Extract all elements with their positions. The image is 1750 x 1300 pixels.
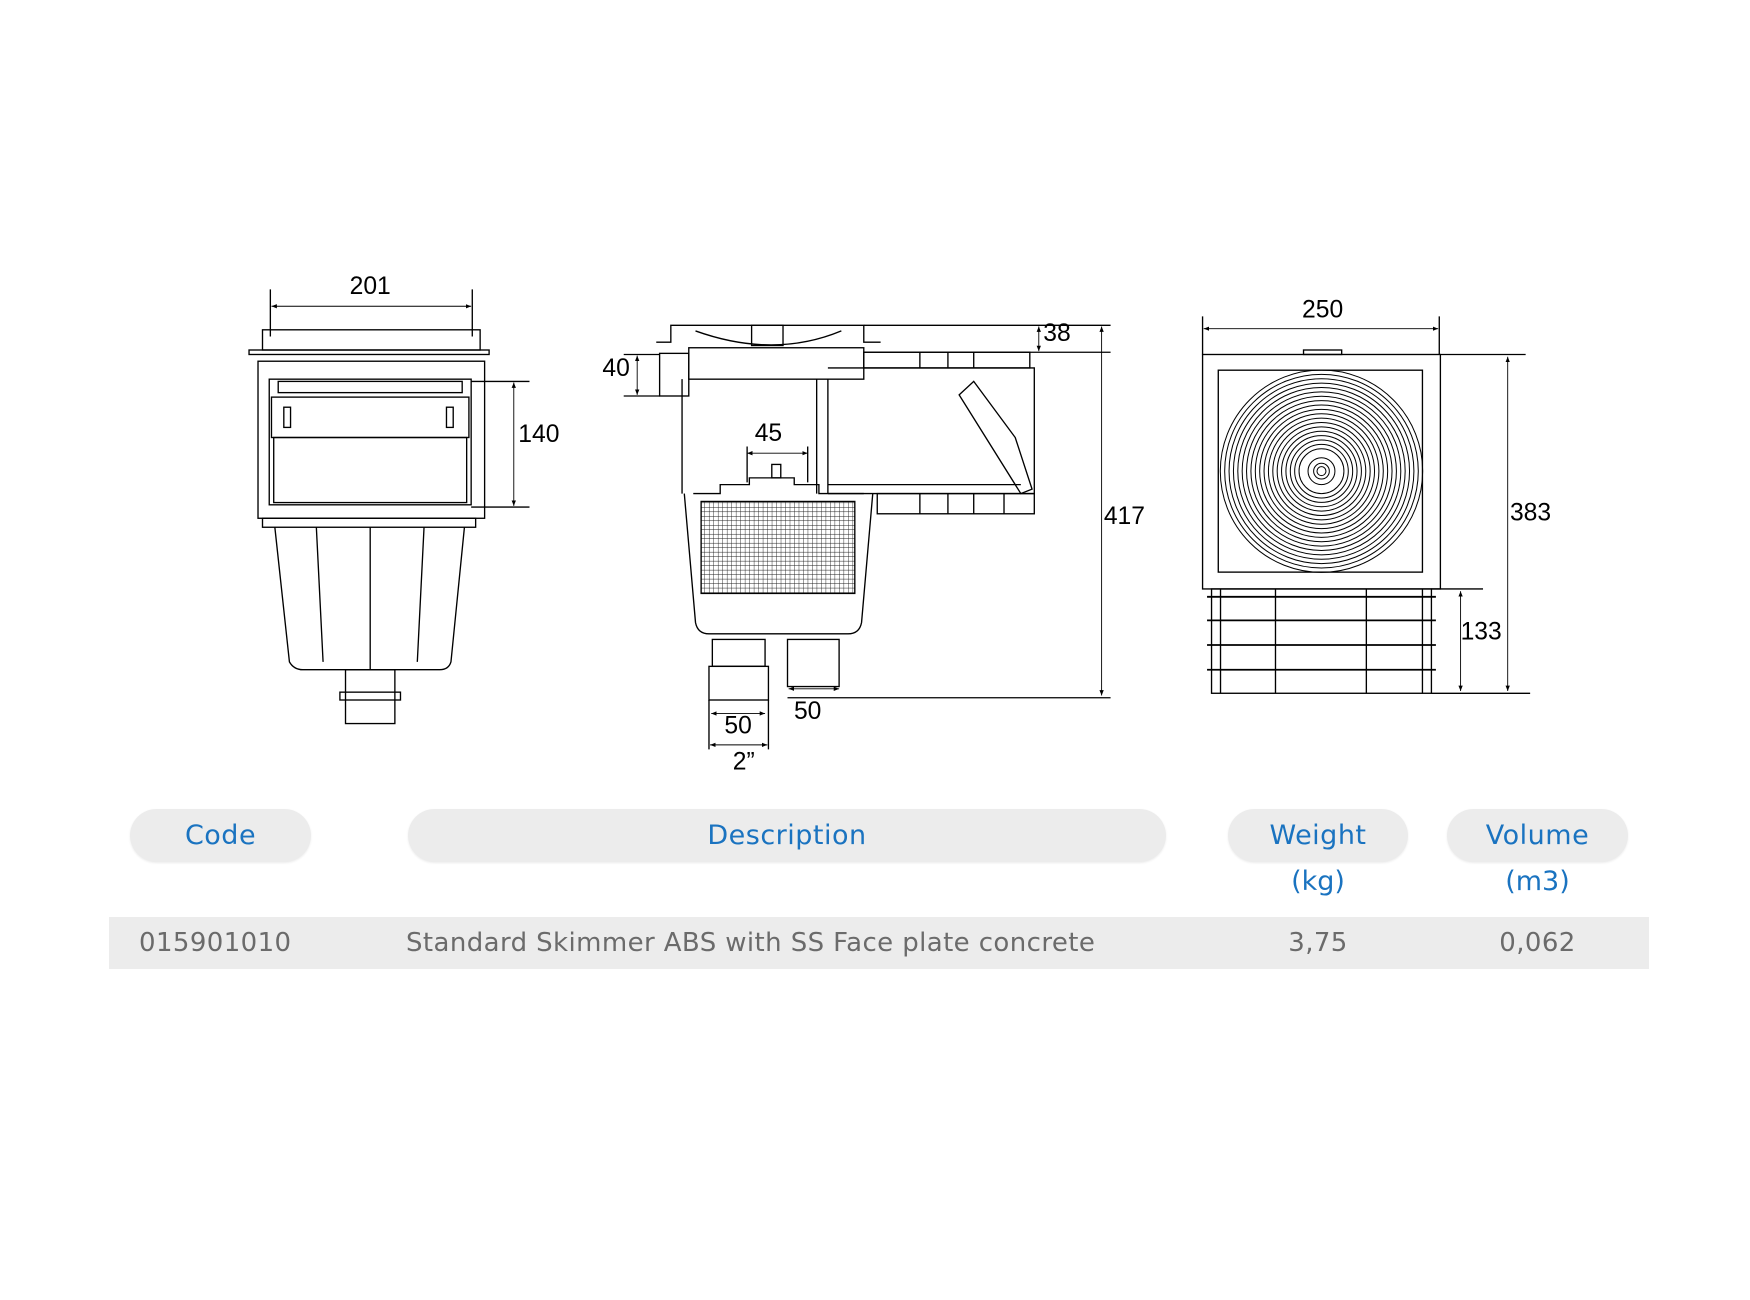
dim-face-height: 383 bbox=[1510, 500, 1551, 527]
face-plate-ring bbox=[1250, 400, 1393, 543]
side-view-drawing bbox=[623, 324, 1111, 750]
face-plate-ring bbox=[1267, 417, 1376, 525]
header-code: Code bbox=[130, 809, 311, 862]
cell-code: 015901010 bbox=[139, 928, 292, 958]
cell-description: Standard Skimmer ABS with SS Face plate … bbox=[406, 928, 1096, 958]
face-plate-ring bbox=[1294, 443, 1349, 499]
cell-weight: 3,75 bbox=[1288, 928, 1348, 958]
dim-front-height: 140 bbox=[518, 421, 559, 448]
face-plate-ring bbox=[1289, 439, 1354, 503]
header-volume-unit: (m3) bbox=[1505, 866, 1570, 897]
dim-side-outlet-b: 50 bbox=[794, 698, 821, 725]
front-view-drawing bbox=[248, 289, 530, 725]
face-plate-ring bbox=[1272, 421, 1371, 521]
dim-front-width: 201 bbox=[350, 273, 391, 300]
dim-side-total-height: 417 bbox=[1104, 503, 1145, 530]
dim-face-neck-height: 133 bbox=[1461, 618, 1502, 645]
face-plate-ring bbox=[1307, 457, 1336, 486]
face-plate-ring bbox=[1285, 435, 1358, 508]
face-plate-ring bbox=[1276, 426, 1367, 516]
face-view-drawing bbox=[1201, 316, 1531, 694]
face-plate-ring bbox=[1246, 395, 1397, 547]
face-plate-ring bbox=[1219, 369, 1424, 573]
face-plate-ring bbox=[1237, 386, 1406, 556]
header-weight: Weight bbox=[1228, 809, 1408, 862]
face-plate-ring bbox=[1316, 466, 1327, 477]
header-weight-unit: (kg) bbox=[1291, 866, 1345, 897]
cell-volume: 0,062 bbox=[1499, 928, 1576, 958]
face-plate-ring bbox=[1263, 413, 1380, 530]
dim-side-mouth-height: 40 bbox=[602, 355, 629, 382]
face-plate-ring bbox=[1254, 404, 1389, 538]
dim-side-outlet-thread: 2” bbox=[733, 749, 755, 776]
dim-side-float-width: 45 bbox=[755, 420, 782, 447]
dim-side-top-offset: 38 bbox=[1043, 320, 1070, 347]
face-plate-ring bbox=[1241, 391, 1402, 551]
face-plate-ring bbox=[1224, 373, 1419, 569]
face-plate-ring bbox=[1228, 378, 1415, 565]
header-volume: Volume bbox=[1447, 809, 1628, 862]
dim-side-outlet-a: 50 bbox=[724, 713, 751, 740]
table-row: 015901010 Standard Skimmer ABS with SS F… bbox=[109, 917, 1649, 969]
face-plate-ring bbox=[1313, 462, 1330, 480]
face-plate-ring bbox=[1232, 382, 1411, 560]
header-description: Description bbox=[408, 809, 1166, 862]
dim-face-width: 250 bbox=[1302, 296, 1343, 323]
face-plate-ring bbox=[1259, 408, 1384, 534]
face-plate-ring bbox=[1281, 430, 1362, 512]
face-plate-ring bbox=[1298, 448, 1345, 495]
